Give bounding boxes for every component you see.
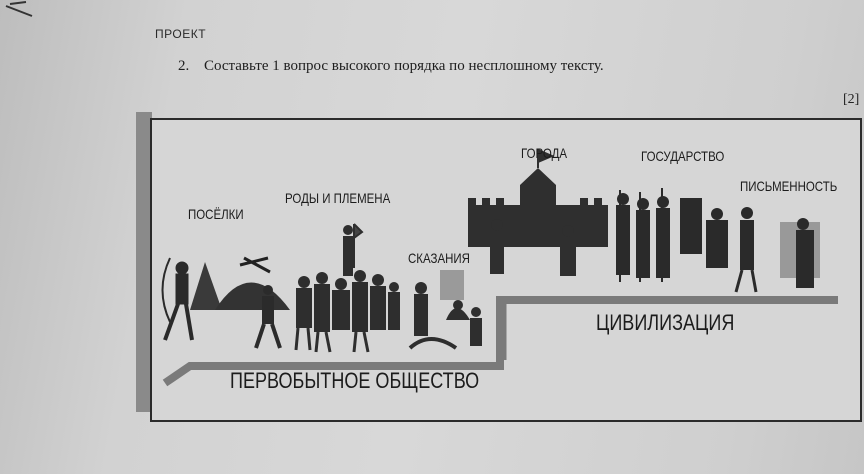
label-legends: СКАЗАНИЯ	[408, 250, 470, 266]
question-text: 2. Составьте 1 вопрос высокого порядка по…	[178, 58, 604, 75]
figure-shadow	[136, 112, 152, 412]
score-marker: [2]	[843, 92, 860, 107]
tribe-crowd	[294, 223, 400, 353]
label-primitive-society: ПЕРВОБЫТНОЕ ОБЩЕСТВО	[230, 368, 480, 393]
dome-hut	[215, 282, 290, 310]
storytellers	[408, 270, 482, 350]
city-fortress	[468, 148, 608, 276]
label-settlements: ПОСЁЛКИ	[188, 206, 244, 222]
pen-scribble	[5, 1, 33, 17]
scribes	[734, 207, 820, 293]
state-soldiers	[616, 188, 728, 282]
project-label: ПРОЕКТ	[155, 27, 207, 41]
label-civilization: ЦИВИЛИЗАЦИЯ	[596, 310, 735, 335]
label-writing: ПИСЬМЕННОСТЬ	[740, 178, 838, 194]
question-number: 2.	[178, 58, 190, 74]
primitive-step	[162, 296, 838, 387]
archer-figure	[161, 257, 194, 341]
label-cities: ГОРОДА	[521, 145, 568, 161]
settlers	[254, 285, 282, 349]
tent	[190, 262, 222, 310]
label-state: ГОСУДАРСТВО	[641, 148, 725, 164]
question-body: Составьте 1 вопрос высокого порядка по н…	[204, 58, 604, 74]
label-clans: РОДЫ И ПЛЕМЕНА	[285, 190, 391, 206]
